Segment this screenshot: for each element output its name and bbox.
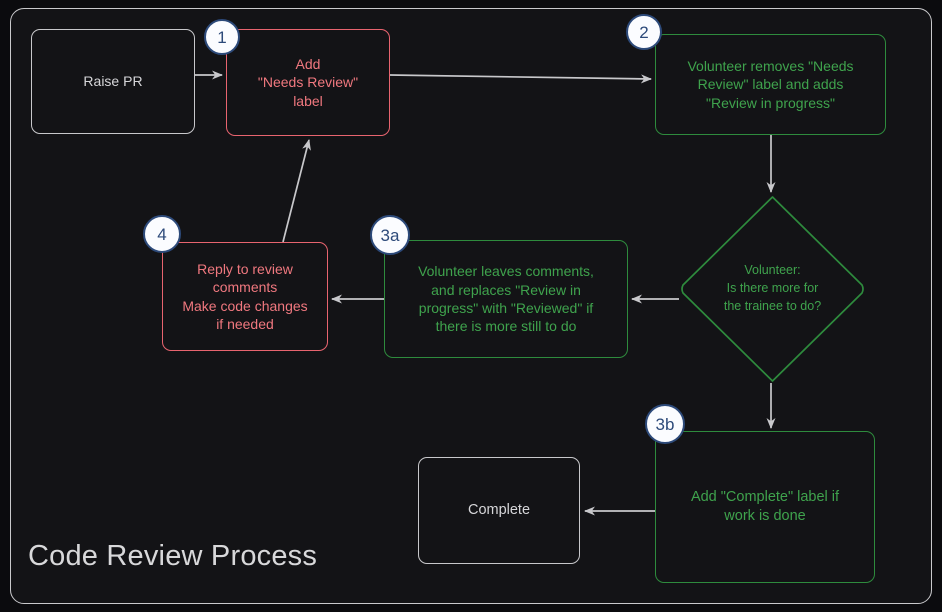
step-badge-3a: 3a — [370, 215, 410, 255]
node-label-reply-to-review-comments: Reply to review comments Make code chang… — [182, 260, 308, 332]
node-volunteer-leaves-comments[interactable]: Volunteer leaves comments, and replaces … — [384, 240, 628, 358]
diagram-title: Code Review Process — [28, 540, 318, 572]
node-complete[interactable]: Complete — [418, 457, 580, 564]
node-label-add-complete-label: Add "Complete" label if work is done — [690, 488, 840, 524]
node-label-add-needs-review: Add "Needs Review" label — [257, 55, 359, 109]
node-add-complete-label[interactable]: Add "Complete" label if work is done — [655, 431, 875, 583]
node-label-raise-pr: Raise PR — [83, 73, 143, 90]
diamond-shape — [681, 196, 864, 382]
step-badge-1: 1 — [204, 19, 240, 55]
node-raise-pr[interactable]: Raise PR — [31, 29, 195, 134]
node-label-decision-more-work: Volunteer: Is there more for the trainee… — [723, 263, 822, 313]
node-reply-to-review-comments[interactable]: Reply to review comments Make code chang… — [162, 242, 328, 351]
step-badge-3b: 3b — [645, 404, 685, 444]
node-add-needs-review[interactable]: Add "Needs Review" label — [226, 29, 390, 136]
node-decision-more-work[interactable]: Volunteer: Is there more for the trainee… — [680, 195, 865, 383]
step-badge-4: 4 — [143, 215, 181, 253]
node-label-volunteer-removes-label: Volunteer removes "Needs Review" label a… — [687, 57, 854, 111]
node-label-volunteer-leaves-comments: Volunteer leaves comments, and replaces … — [418, 263, 594, 335]
node-volunteer-removes-label[interactable]: Volunteer removes "Needs Review" label a… — [655, 34, 886, 135]
step-badge-2: 2 — [626, 14, 662, 50]
node-label-complete: Complete — [467, 501, 531, 518]
